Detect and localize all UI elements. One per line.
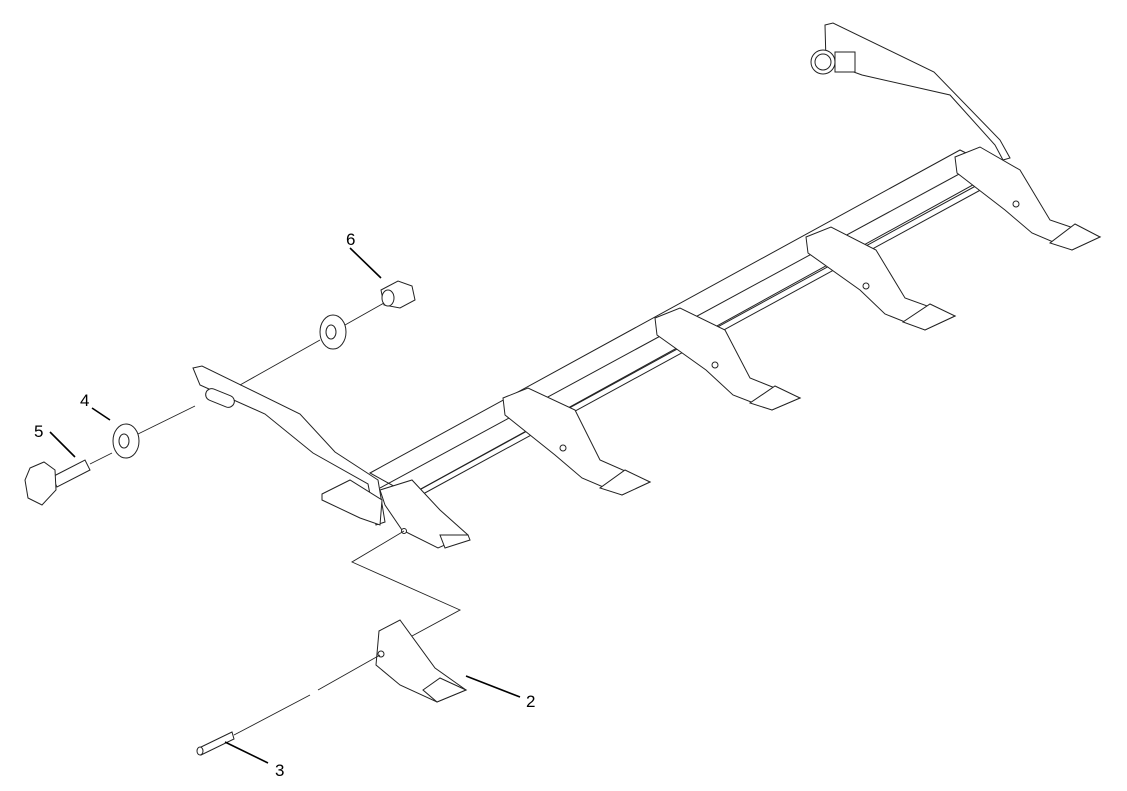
pin bbox=[196, 731, 235, 756]
callout-6: 6 bbox=[346, 230, 356, 249]
leader-2 bbox=[465, 675, 521, 698]
callout-5: 5 bbox=[34, 422, 44, 441]
leader-6 bbox=[349, 247, 382, 279]
pin-centerline bbox=[233, 694, 311, 736]
tooth-5 bbox=[954, 146, 1102, 251]
tooth-assembly-path bbox=[351, 530, 462, 637]
nut bbox=[380, 280, 416, 309]
callout-4: 4 bbox=[80, 391, 90, 410]
leader-4 bbox=[91, 407, 111, 421]
callout-2: 2 bbox=[526, 692, 536, 711]
leader-5 bbox=[49, 431, 76, 458]
teeth-on-bar bbox=[379, 146, 1102, 549]
tooth-3 bbox=[654, 307, 802, 411]
left-bracket bbox=[192, 365, 386, 526]
callout-3: 3 bbox=[275, 761, 285, 780]
right-bracket bbox=[810, 22, 1011, 161]
bolt-centerline bbox=[89, 452, 113, 465]
tooth-4 bbox=[805, 226, 957, 331]
leader-3 bbox=[224, 741, 269, 764]
tooth-2 bbox=[502, 387, 652, 496]
tooth-1 bbox=[379, 479, 471, 549]
exploded-tooth bbox=[375, 619, 468, 703]
bolt bbox=[24, 459, 91, 506]
